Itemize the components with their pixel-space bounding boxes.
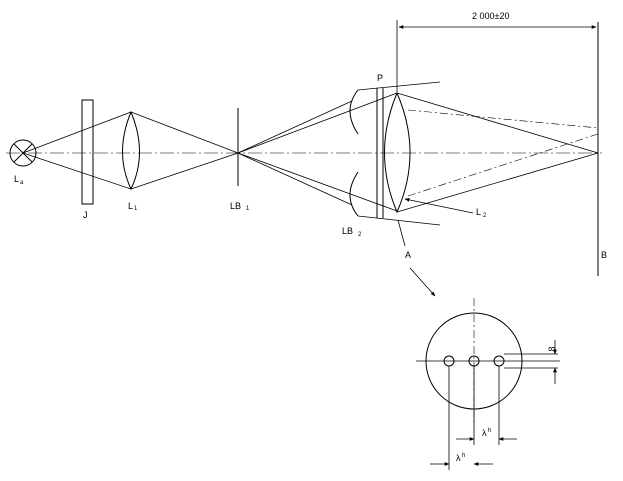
detail-dim-vertical: 8 bbox=[547, 346, 557, 351]
filter-plate bbox=[81, 99, 94, 205]
stop-lb2-line-upper bbox=[357, 81, 441, 91]
screen-b-label: B bbox=[601, 250, 607, 260]
stop-lb2-lower bbox=[349, 171, 359, 217]
lens-l2 bbox=[384, 91, 411, 214]
detail-dim-h1-sup: h bbox=[488, 428, 491, 434]
lens-l2-label: L bbox=[476, 207, 481, 217]
source-label-sub: a bbox=[20, 180, 24, 186]
plate-p-label: P bbox=[377, 73, 383, 83]
rays-aperture-to-lens bbox=[237, 92, 398, 212]
detail-leader bbox=[397, 219, 406, 247]
lens-l1-label-sub: 1 bbox=[134, 206, 138, 212]
detail-dim-h2-sup: h bbox=[462, 453, 465, 459]
detail-arrow bbox=[409, 267, 436, 297]
lens-l2-leader bbox=[404, 197, 474, 214]
distance-dimension bbox=[396, 20, 597, 92]
filter-label: J bbox=[83, 210, 88, 220]
detail-dim-h2: λ bbox=[456, 453, 461, 463]
stop-lb2-label-sub: 2 bbox=[358, 232, 362, 238]
distance-label: 2 000±20 bbox=[472, 11, 509, 21]
aperture-lb1-label-sub: 1 bbox=[246, 206, 250, 212]
source-label: L bbox=[14, 174, 19, 184]
lens-l2-label-sub: 2 bbox=[483, 213, 487, 219]
lens-l1-label: L bbox=[128, 201, 133, 211]
stop-lb2-upper bbox=[349, 89, 359, 135]
detail-dim-h1: λ bbox=[482, 428, 487, 438]
rays-lens-to-screen bbox=[396, 92, 599, 213]
detail-ref-label: A bbox=[405, 250, 411, 260]
lens-l1 bbox=[122, 110, 140, 191]
rays-source-to-aperture bbox=[22, 111, 239, 190]
aperture-lb1-label: LB bbox=[230, 201, 241, 211]
detail-view bbox=[416, 298, 560, 470]
stop-lb2-line-lower bbox=[357, 215, 441, 226]
stop-lb2-label: LB bbox=[342, 226, 353, 236]
